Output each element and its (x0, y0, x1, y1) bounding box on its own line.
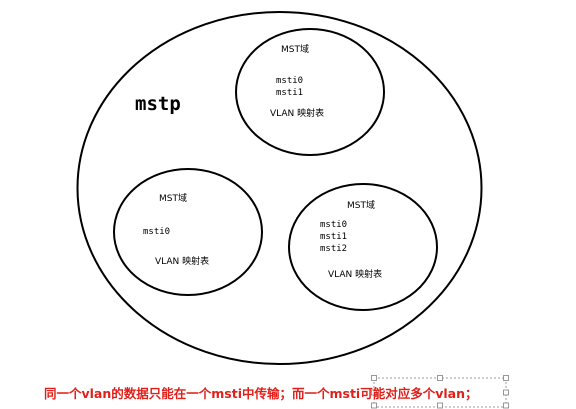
resize-handle[interactable] (437, 375, 443, 381)
msti-label: msti2 (320, 244, 347, 254)
mst-domain-ellipse (288, 183, 438, 311)
msti-label: msti0 (143, 227, 170, 237)
mst-domain-header: MST域 (281, 43, 309, 55)
resize-handle[interactable] (371, 375, 377, 381)
resize-handle[interactable] (503, 389, 509, 396)
resize-handle[interactable] (371, 402, 377, 409)
msti-label: msti0 (276, 76, 303, 86)
msti-label: msti0 (320, 220, 347, 230)
mst-domain-top: MST域 msti0 msti1 VLAN 映射表 (235, 28, 385, 156)
mst-domain-header: MST域 (347, 199, 375, 211)
mst-domain-left: MST域 msti0 VLAN 映射表 (113, 168, 263, 296)
vlan-mapping-table-label: VLAN 映射表 (270, 107, 324, 119)
mst-domain-ellipse (113, 168, 263, 296)
mst-domain-ellipse (235, 28, 385, 156)
mst-domain-header: MST域 (159, 192, 187, 204)
resize-handle[interactable] (371, 389, 377, 396)
selection-box[interactable] (371, 375, 509, 409)
resize-handle[interactable] (503, 375, 509, 381)
mstp-region-ellipse (76, 11, 483, 365)
vlan-mapping-table-label: VLAN 映射表 (328, 268, 382, 280)
caption-note: 同一个vlan的数据只能在一个msti中传输；而一个msti可能对应多个vlan… (44, 386, 478, 401)
vlan-mapping-table-label: VLAN 映射表 (155, 255, 209, 267)
resize-handle[interactable] (437, 402, 443, 409)
mstp-title: mstp (135, 93, 181, 115)
msti-label: msti1 (320, 232, 347, 242)
msti-label: msti1 (276, 88, 303, 98)
resize-handle[interactable] (503, 402, 509, 409)
mst-domain-right: MST域 msti0 msti1 msti2 VLAN 映射表 (288, 183, 438, 311)
